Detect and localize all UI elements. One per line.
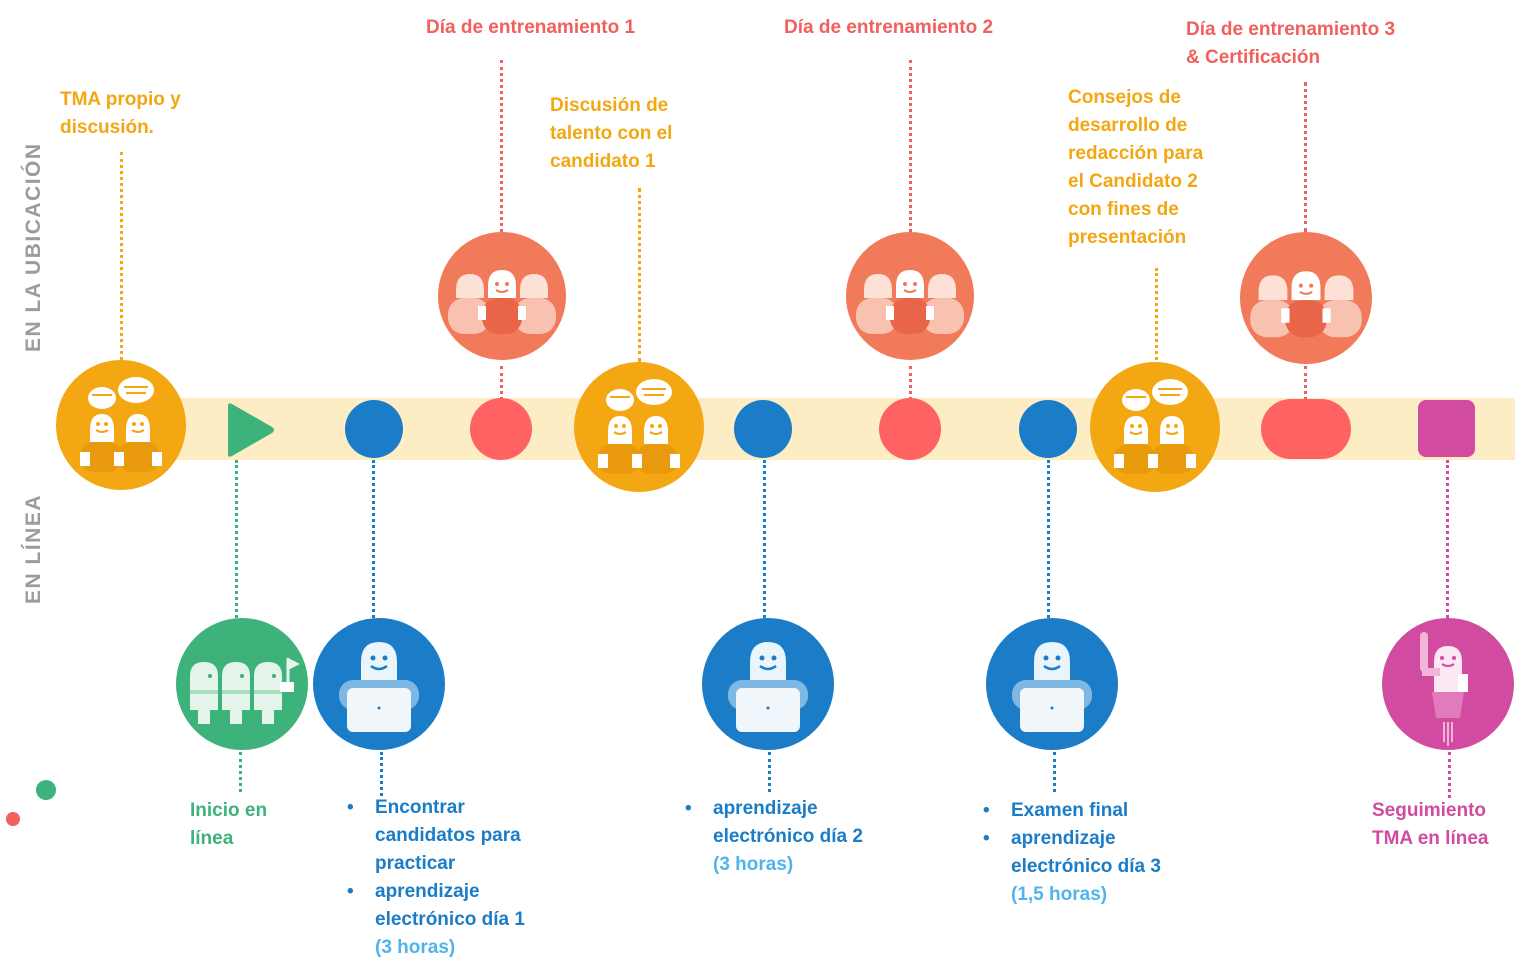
list-item: Examen final [979,797,1219,825]
decor-dot-green [36,780,56,800]
laptop-elearning-icon [986,618,1118,750]
label-tma-propio: TMA propio y discusión. [60,89,181,138]
label-online-start: Inicio en línea [190,800,268,849]
connector-training-3-bottom [1304,366,1307,400]
elearn-marker-2 [734,400,792,458]
list-item: aprendizaje electrónico día 1 (3 horas) [343,878,583,962]
item-final-exam: Examen final [1011,800,1129,821]
connector-elearn-1-bottom [380,752,383,796]
connector-elearn-2-bottom [768,752,771,792]
list-elearning-3: Examen final aprendizaje electrónico día… [979,797,1219,909]
hours-day-3: (1,5 horas) [1011,884,1108,905]
connector-training-3-top [1304,82,1307,232]
connector-elearn-2 [763,460,766,618]
connector-training-2-top [909,60,912,232]
training-marker-1 [470,398,532,460]
play-icon [224,402,276,463]
connector-training-1-bottom [500,366,503,400]
list-elearning-1: Encontrar candidatos para practicar apre… [343,794,583,962]
connector-training-2-bottom [909,366,912,400]
label-training-day-2: Día de entrenamiento 2 [784,17,994,38]
list-elearning-2: aprendizaje electrónico día 2 (3 horas) [681,795,921,879]
label-talent-discussion: Discusión de talento con el candidato 1 [550,95,673,172]
connector-elearn-3-bottom [1053,752,1056,792]
hours-day-1: (3 horas) [375,937,456,958]
connector-start-bottom [239,752,242,792]
list-item: aprendizaje electrónico día 3 (1,5 horas) [979,825,1219,909]
connector-advice [1155,268,1158,360]
online-label: EN LÍNEA [22,493,45,604]
followup-rocket-icon [1382,618,1514,750]
connector-talent [638,188,641,362]
connector-training-1-top [500,60,503,232]
list-item: aprendizaje electrónico día 2 (3 horas) [681,795,921,879]
label-followup: Seguimiento TMA en línea [1372,800,1489,849]
discussion-people-icon [574,362,704,492]
item-elearning-day-1: aprendizaje electrónico día 1 [375,881,525,930]
list-item: Encontrar candidatos para practicar [343,794,583,878]
item-elearning-day-3: aprendizaje electrónico día 3 [1011,828,1161,877]
label-training-day-1: Día de entrenamiento 1 [426,17,636,38]
elearn-marker-1 [345,400,403,458]
connector-start [235,460,238,618]
group-training-icon [1240,232,1372,364]
connector-tma [120,152,123,360]
item-find-candidates: Encontrar candidatos para practicar [375,797,521,874]
online-start-icon [176,618,308,750]
connector-followup [1446,460,1449,618]
connector-elearn-3 [1047,460,1050,618]
certification-marker [1261,399,1351,459]
group-training-icon [846,232,974,360]
connector-followup-bottom [1448,752,1451,798]
connector-elearn-1 [372,460,375,618]
label-writing-advice: Consejos de desarrollo de redacción para… [1068,87,1204,248]
group-training-icon [438,232,566,360]
hours-day-2: (3 horas) [713,854,794,875]
on-location-label: EN LA UBICACIÓN [22,142,45,352]
laptop-elearning-icon [313,618,445,750]
discussion-people-icon [56,360,186,490]
label-training-day-3: Día de entrenamiento 3 & Certificación [1186,19,1396,68]
followup-marker [1418,400,1475,457]
item-elearning-day-2: aprendizaje electrónico día 2 [713,798,863,847]
laptop-elearning-icon [702,618,834,750]
elearn-marker-3 [1019,400,1077,458]
decor-dot-red [6,812,20,826]
discussion-people-icon [1090,362,1220,492]
training-marker-2 [879,398,941,460]
